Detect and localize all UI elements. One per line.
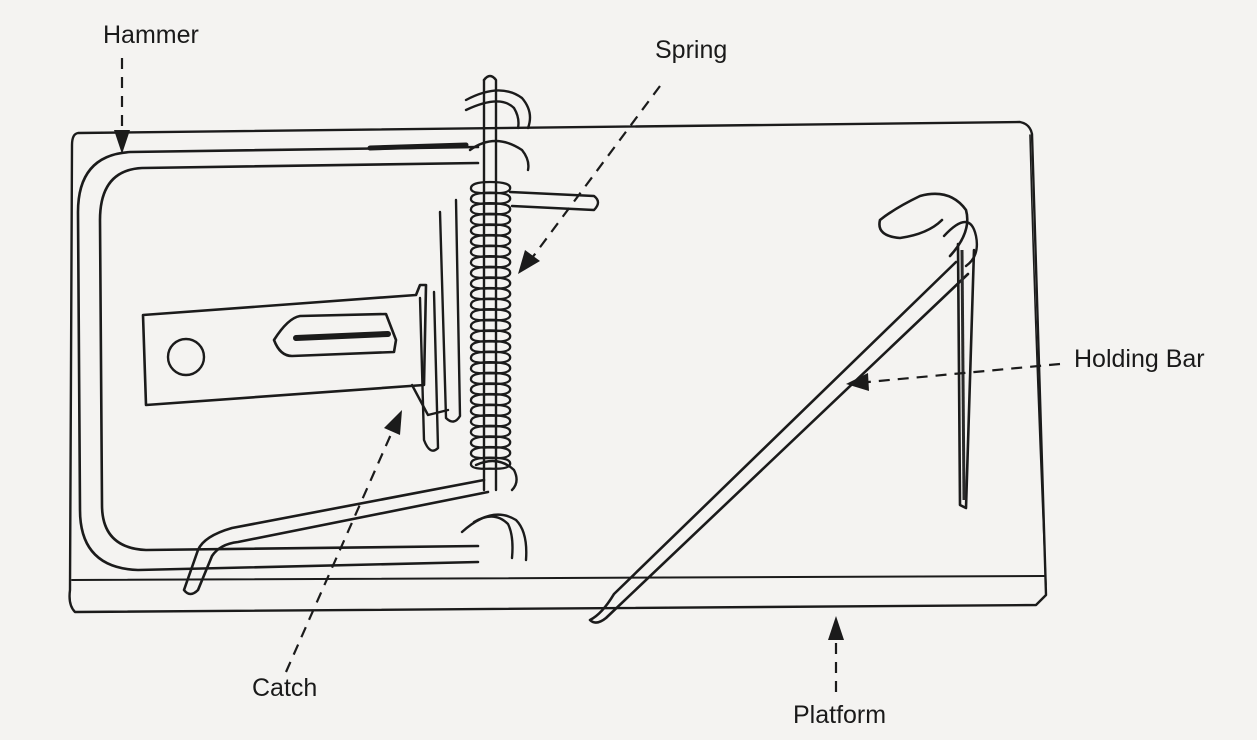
hammer-leader-line [114,58,130,154]
catch-rod [182,478,490,596]
spring-coil-turn [469,456,512,470]
holding-bar-label: Holding Bar [1074,345,1205,373]
platform-label: Platform [793,701,887,729]
platform [68,120,1048,614]
hammer [76,142,480,572]
spring-coil [469,180,512,470]
holding-bar-leader-line [846,362,1061,391]
hammer-label: Hammer [103,21,199,49]
spring-leader-line [518,85,661,274]
catch-leader-line [284,410,402,673]
spring [460,74,600,562]
platform-leader-line [828,616,844,692]
catch-label: Catch [252,674,318,702]
spring-label: Spring [655,36,728,64]
holding-bar [588,192,979,624]
catch [141,198,462,452]
